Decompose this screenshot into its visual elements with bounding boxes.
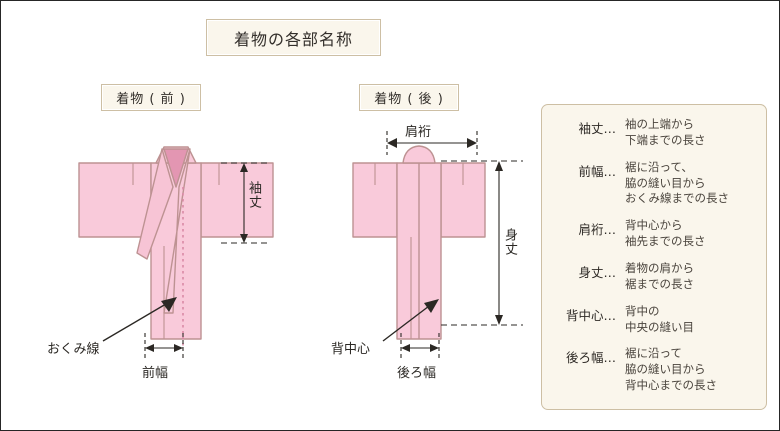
legend-entry: 後ろ幅… 裾に沿って脇の縫い目から背中心までの長さ <box>550 346 760 394</box>
legend-entry: 前幅… 裾に沿って、脇の縫い目からおくみ線までの長さ <box>550 160 760 208</box>
body-length-label: 身丈 <box>502 228 517 256</box>
legend-entry: 肩裄… 背中心から袖先までの長さ <box>550 218 760 250</box>
front-view-heading: 着物 ( 前 ) <box>101 84 201 111</box>
shoulder-sleeve-width-label: 肩裄 <box>405 125 432 140</box>
front-width-label: 前幅 <box>142 366 169 381</box>
legend-description: 背中心から袖先までの長さ <box>625 218 706 249</box>
shoulder-sleeve-width-dimension <box>386 131 478 155</box>
sleeve-length-label: 袖丈 <box>246 181 261 209</box>
back-view-heading: 着物 ( 後 ) <box>359 84 459 111</box>
okumi-line-label: おくみ線 <box>47 342 100 357</box>
front-width-dimension <box>144 333 184 359</box>
legend-description: 着物の肩から裾までの長さ <box>625 261 694 291</box>
legend-description: 背中の中央の縫い目 <box>625 303 694 334</box>
legend-term: 肩裄… <box>578 222 616 238</box>
center-back-callout-arrow <box>382 299 439 342</box>
kimono-back-illustration <box>352 145 486 340</box>
legend-term: 身丈… <box>578 265 616 281</box>
kimono-front-illustration <box>78 146 274 346</box>
back-width-dimension <box>400 333 440 359</box>
sleeve-length-dimension <box>221 162 271 244</box>
legend-entry: 背中心… 背中の中央の縫い目 <box>550 304 760 336</box>
legend-description: 裾に沿って、脇の縫い目からおくみ線までの長さ <box>625 159 729 206</box>
back-width-label: 後ろ幅 <box>397 366 437 381</box>
legend-term: 袖丈… <box>578 121 616 136</box>
page-title: 着物の各部名称 <box>206 19 381 56</box>
legend-term: 前幅… <box>578 163 616 179</box>
legend-entry: 袖丈… 袖の上端から下端までの長さ <box>550 117 760 149</box>
legend-description: 裾に沿って脇の縫い目から背中心までの長さ <box>625 346 717 393</box>
legend-entry: 身丈… 着物の肩から裾までの長さ <box>550 261 760 293</box>
legend-term: 後ろ幅… <box>565 350 616 366</box>
okumi-line-callout-arrow <box>102 297 177 342</box>
legend-term: 背中心… <box>565 307 616 323</box>
legend-description: 袖の上端から下端までの長さ <box>625 117 706 147</box>
center-back-label: 背中心 <box>331 342 371 357</box>
body-length-dimension <box>441 160 523 326</box>
terminology-legend-panel: 袖丈… 袖の上端から下端までの長さ前幅… 裾に沿って、脇の縫い目からおくみ線までの長… <box>541 104 767 410</box>
